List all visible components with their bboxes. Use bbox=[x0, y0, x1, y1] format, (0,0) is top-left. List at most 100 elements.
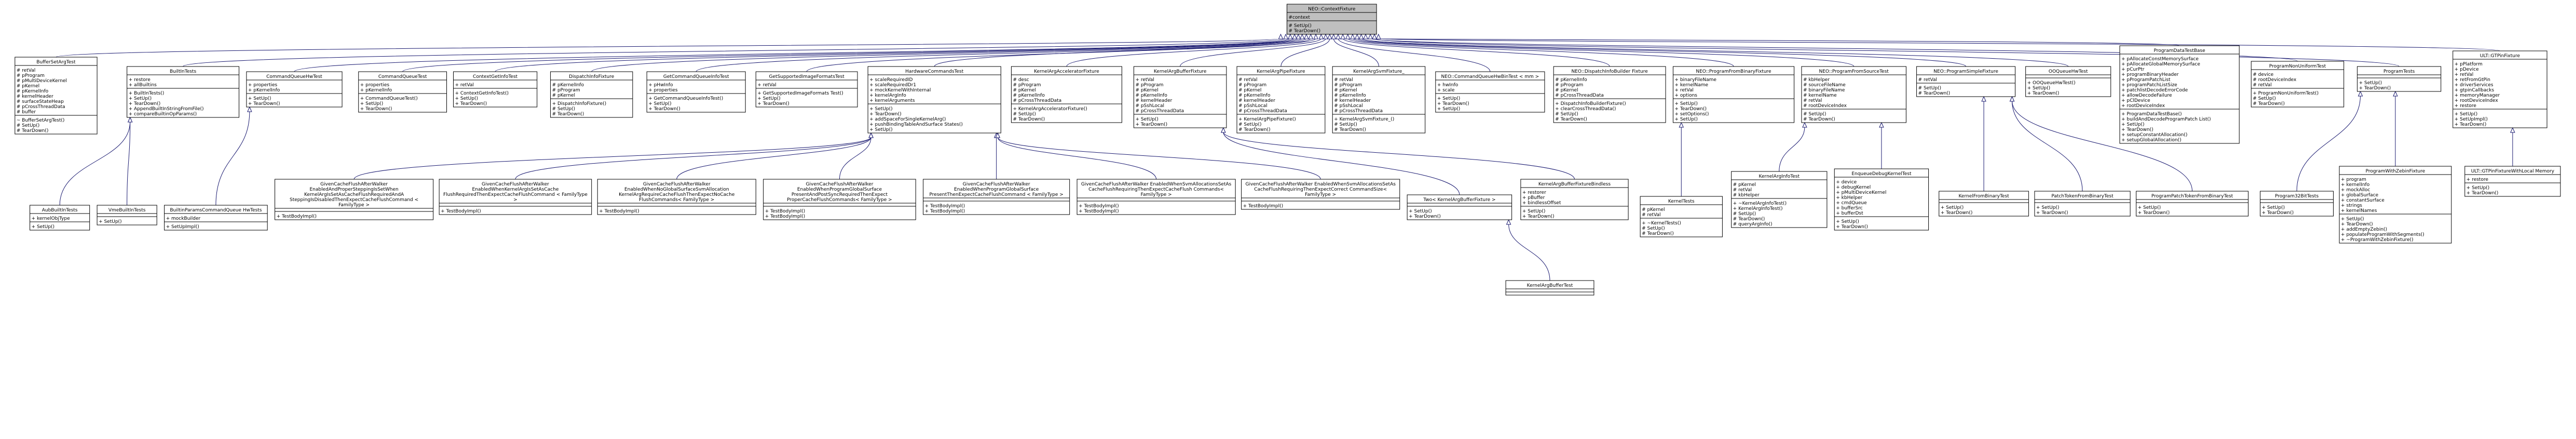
class-box-karg-pipe: KernelArgPipeFixture# retVal# pProgram# … bbox=[1236, 66, 1326, 134]
class-box-frame bbox=[867, 66, 1001, 134]
inheritance-arrowhead bbox=[1308, 33, 1314, 39]
class-attribute: # sourceFileName bbox=[1803, 83, 1846, 88]
class-method: + SetUp() bbox=[2121, 122, 2145, 127]
class-box-kernel-args-test: KernelArgInfoTest# pKernel# retVal# kbHe… bbox=[1731, 171, 1828, 228]
class-title: GivenCacheFlushAfterWalker EnabledWhenSv… bbox=[1245, 182, 1396, 187]
class-attribute: + cmdQueue bbox=[1836, 201, 1867, 206]
class-attribute: + properties bbox=[360, 83, 390, 88]
class-method: + SetUp() bbox=[1409, 209, 1432, 214]
inheritance-edge bbox=[1365, 38, 2180, 46]
class-method: # queryArgInfo() bbox=[1733, 222, 1773, 227]
class-title: KernelTests bbox=[1668, 199, 1695, 204]
class-box-frame bbox=[2251, 61, 2345, 108]
inheritance-arrowhead bbox=[1376, 33, 1381, 39]
class-title: Two< KernelArgBufferFixture > bbox=[1423, 197, 1495, 203]
class-box-gc-walker-7: GivenCacheFlushAfterWalker EnabledWhenSv… bbox=[1241, 179, 1400, 210]
class-box-prog-non-uniform: ProgramNonUniformTest# device# rootDevic… bbox=[2251, 61, 2345, 108]
class-method: + SetUp() bbox=[1674, 117, 1698, 122]
class-method: + SetUp() bbox=[32, 224, 55, 230]
class-box-frame bbox=[1435, 71, 1545, 113]
class-attribute: # kernelHeader bbox=[1135, 98, 1172, 103]
inheritance-arrowhead bbox=[1879, 122, 1884, 128]
class-title: ProperCacheFlushCommands< FamilyType > bbox=[787, 197, 892, 203]
class-method: + SetUp() bbox=[2027, 86, 2051, 91]
class-method: + setOptions() bbox=[1674, 112, 1709, 117]
class-title: VmeBuiltInTests bbox=[108, 208, 146, 213]
inheritance-arrowhead bbox=[1363, 33, 1368, 39]
class-title: CommandQueueHwTest bbox=[266, 74, 322, 79]
class-method: # TearDown() bbox=[1918, 91, 1951, 96]
class-attribute: # pCrossThreadData bbox=[1013, 98, 1061, 103]
class-title: DispatchInfoFixture bbox=[569, 74, 615, 79]
inheritance-edge bbox=[1342, 38, 1610, 67]
class-title: BuiltinParamsCommandQueue HwTests bbox=[170, 208, 262, 213]
class-attribute: + binaryFileName bbox=[1674, 77, 1716, 83]
class-title: NEO::ProgramFromSourceTest bbox=[1819, 69, 1889, 74]
class-box-ooq-hw: OOQueueHwTest+ OOQueueHwTest()+ SetUp()+… bbox=[2025, 66, 2111, 97]
class-attribute: # retVal bbox=[1238, 77, 1257, 83]
class-method: + ProgramNonUniformTest() bbox=[2253, 91, 2319, 96]
class-attribute: # kernelHeader bbox=[1238, 98, 1275, 103]
class-method: # SetUp() bbox=[17, 123, 40, 128]
class-attribute: # retVal bbox=[1334, 77, 1353, 83]
class-method: + SetUp() bbox=[2262, 205, 2285, 210]
class-method: + populateProgramWithSegments() bbox=[2341, 232, 2424, 237]
class-method: + SetUp() bbox=[2341, 217, 2364, 222]
class-method: + TestBodyImpl() bbox=[1079, 209, 1119, 214]
class-attribute: # surfaceStateHeap bbox=[17, 99, 64, 104]
inheritance-edge bbox=[1508, 223, 1550, 281]
class-method: + TearDown() bbox=[2036, 210, 2068, 216]
class-attribute: # retVal bbox=[1642, 212, 1660, 218]
class-title: GivenCacheFlushAfterWalker EnabledWhenSv… bbox=[1081, 182, 1232, 187]
class-title: GivenCacheFlushAfterWalker bbox=[482, 182, 549, 187]
class-method: + TestBodyImpl() bbox=[1243, 204, 1284, 209]
class-attribute: + restorer bbox=[1522, 190, 1546, 195]
class-method: + TearDown() bbox=[2455, 122, 2487, 127]
class-attribute: + scale bbox=[1437, 88, 1455, 93]
class-title: CacheFlushRequiringThenExpectCorrect Com… bbox=[1254, 187, 1387, 192]
class-title: ContextGetInfoTest bbox=[473, 74, 518, 79]
inheritance-edge bbox=[934, 38, 1316, 67]
class-method: + setupConstantAllocation() bbox=[2121, 132, 2187, 138]
class-attribute: # pKernel bbox=[1642, 207, 1665, 212]
class-attribute: + pHwInfo bbox=[648, 83, 673, 88]
class-title: KernelArgIsSetAsCacheFlushRequiredAndA bbox=[304, 192, 404, 197]
class-box-gc-walker-4: GivenCacheFlushAfterWalkerEnabledWhenPro… bbox=[763, 179, 916, 220]
class-title: CacheFlushRequiringThenExpectCacheFlush … bbox=[1088, 187, 1224, 192]
class-box-neo-prog-from-source: NEO::ProgramFromSourceTest# kbHelper# so… bbox=[1801, 66, 1906, 123]
class-method: # TearDown() bbox=[1555, 117, 1587, 122]
class-title: EnabledWhenKernelArgIsSetAsCache bbox=[472, 187, 559, 192]
class-method: + SetUp() bbox=[1522, 209, 1546, 214]
inheritance-arrowhead bbox=[127, 116, 133, 123]
class-attribute: + mockKernelWithInternal bbox=[869, 88, 931, 93]
class-attribute: # pKernel bbox=[17, 84, 39, 89]
class-attribute: + kernelObjType bbox=[32, 216, 71, 221]
class-box-frame bbox=[275, 179, 434, 220]
class-attribute: # pMultiDeviceKernel bbox=[17, 78, 67, 84]
class-box-frame bbox=[1801, 66, 1906, 123]
inheritance-arrowhead bbox=[1288, 33, 1293, 39]
class-box-frame bbox=[246, 71, 343, 108]
inheritance-edge bbox=[183, 38, 1286, 67]
class-attribute: # pProgram bbox=[17, 73, 45, 78]
inheritance-arrowhead bbox=[2357, 90, 2363, 97]
class-title: HardwareCommandsTest bbox=[905, 69, 964, 74]
class-attribute: # rootDeviceIndex bbox=[2253, 77, 2297, 83]
class-box-gc-walker-6: GivenCacheFlushAfterWalker EnabledWhenSv… bbox=[1076, 179, 1236, 215]
class-attribute: # pSshLocal bbox=[1334, 103, 1363, 109]
class-method: + TearDown() bbox=[1941, 210, 1973, 216]
class-method: + DispatchInfoBuilderFixture() bbox=[1555, 101, 1626, 107]
inheritance-edge bbox=[1370, 38, 2298, 62]
class-method: + TestBodyImpl() bbox=[765, 209, 806, 214]
class-method: + addEmptyZebin() bbox=[2341, 227, 2387, 232]
class-method: # SetUp() bbox=[1733, 211, 1756, 217]
class-attribute: # pKernel bbox=[1555, 88, 1578, 93]
class-title: PresentThenExpectCacheFlushCommand < Fam… bbox=[930, 192, 1064, 197]
class-box-frame bbox=[2464, 166, 2561, 197]
inheritance-arrowhead bbox=[1292, 33, 1297, 39]
inheritance-edge bbox=[591, 38, 1303, 72]
class-method: + SetUp() bbox=[2036, 205, 2060, 210]
class-box-program-with-zebin: ProgramWithZebinFixture+ program+ kernel… bbox=[2339, 166, 2452, 244]
class-title: ProgramDataTestBase bbox=[2154, 48, 2206, 54]
class-method: + SetUpImpl() bbox=[2455, 117, 2488, 122]
